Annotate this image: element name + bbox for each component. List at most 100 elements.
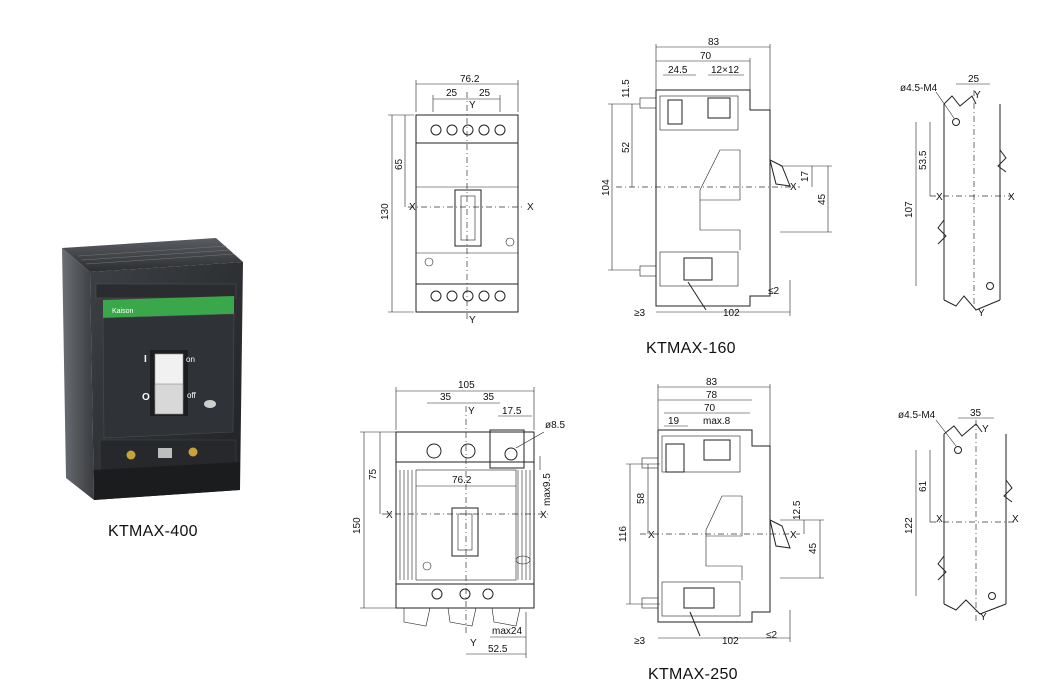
dim-160-d3: ≥3	[634, 308, 645, 319]
dim-250-d70: 70	[704, 403, 716, 414]
dim-250-mount-d122: 122	[904, 517, 915, 534]
dim-160-d115: 11.5	[621, 79, 632, 98]
caption-ktmax-400: KTMAX-400	[108, 523, 198, 540]
caption-ktmax-250: KTMAX-250	[648, 666, 738, 683]
breaker-left-side	[62, 248, 94, 500]
side250-handle	[769, 519, 791, 549]
dim-250-d24: max24	[492, 626, 522, 637]
dim-160-mount-d25: 25	[968, 74, 980, 85]
front250-handle	[451, 507, 479, 557]
dim-250-d102: 102	[722, 636, 739, 647]
axis-x-250-side-left: X	[648, 530, 655, 541]
off-label: off	[187, 391, 197, 400]
mount160-hole-label: ø4.5-M4	[900, 83, 938, 94]
mount250-hole-top	[954, 446, 962, 454]
mount160-break-bottom	[943, 295, 1001, 311]
axis-y-160-bottom: Y	[469, 315, 476, 326]
axis-x-250-left: X	[386, 510, 393, 521]
toggle-handle-base	[154, 383, 184, 415]
axis-x-mount250-left: X	[936, 514, 943, 525]
front250-side-ribs	[399, 470, 531, 580]
dim-250-d125: 12.5	[792, 500, 803, 520]
axis-x-160-side: X	[790, 182, 797, 193]
mount160-hole-bottom	[986, 282, 994, 290]
dim-160-d70: 70	[700, 51, 712, 62]
axis-y-160-top: Y	[469, 100, 476, 111]
dim-160-pitch-1: 25	[446, 88, 458, 99]
side250-outline	[657, 429, 771, 623]
dim-250-pitch-2: 35	[483, 392, 495, 403]
breaker-top-terminal-strip	[95, 283, 237, 299]
on-label: on	[186, 355, 195, 364]
front250-bottom-screws	[431, 588, 494, 600]
dim-250-d3: ≥3	[634, 636, 645, 647]
dim-160-width: 76.2	[460, 74, 480, 85]
dim-250-width: 105	[458, 380, 475, 391]
dim-160-d12: 12×12	[711, 65, 740, 76]
dim-160-d104: 104	[601, 179, 612, 196]
front160-handle	[454, 189, 482, 247]
axis-y-250-top: Y	[468, 406, 475, 417]
dim-250-d525: 52.5	[488, 644, 508, 655]
dim-250-d19: 19	[668, 416, 680, 427]
dim-250-mount-d61: 61	[918, 480, 929, 492]
dim-250-d2: ≤2	[766, 630, 777, 641]
mount160-hole-top	[952, 118, 960, 126]
dim-250-d762: 76.2	[452, 475, 472, 486]
dim-250-d75: 75	[368, 468, 379, 480]
on-mark: I	[144, 354, 147, 365]
dim-250-d58: 58	[636, 492, 647, 504]
axis-x-160-right: X	[527, 202, 534, 213]
dim-160-height: 130	[380, 203, 391, 220]
axis-x-250-right: X	[540, 510, 547, 521]
test-button	[204, 400, 216, 408]
breaker-top-ribs	[77, 245, 235, 265]
mount250-break-top	[943, 423, 983, 437]
axis-x-mount160-right: X	[1008, 192, 1015, 203]
front160-top-screws	[430, 124, 506, 136]
dim-250-pitch-1: 35	[440, 392, 452, 403]
dim-250-d116: 116	[618, 526, 629, 542]
dim-250-d175: 17.5	[502, 406, 522, 417]
dim-160-half-height: 65	[394, 158, 405, 170]
side160-handle	[769, 159, 791, 187]
axis-y-mount160-bottom: Y	[978, 308, 985, 319]
mount250-break-bottom	[943, 599, 1007, 615]
dim-250-height: 150	[352, 517, 363, 534]
dim-250-mount-d35: 35	[970, 408, 982, 419]
adjust-knob-right	[188, 447, 198, 457]
axis-x-160-left: X	[409, 202, 416, 213]
dim-250-d83: 83	[706, 377, 718, 388]
axis-y-mount250-bottom: Y	[980, 612, 987, 623]
bottom-nameplate	[158, 448, 172, 458]
brand-label-strip	[103, 296, 234, 318]
dim-160-mount-d107: 107	[904, 201, 915, 218]
front250-top-screws	[426, 443, 518, 461]
dim-250-hole: ø8.5	[545, 420, 565, 431]
dim-160-d245: 24.5	[668, 65, 688, 76]
dim-160-d2: ≤2	[768, 286, 779, 297]
breaker-base	[94, 462, 240, 500]
adjust-knob-left	[126, 450, 136, 460]
side160-outline	[655, 89, 771, 307]
axis-y-mount160-top: Y	[974, 90, 981, 101]
axis-x-mount160-left: X	[936, 192, 943, 203]
dim-250-dmax8: max.8	[703, 416, 731, 427]
caption-ktmax-160: KTMAX-160	[646, 340, 736, 357]
axis-x-mount250-right: X	[1012, 514, 1019, 525]
dim-160-d45: 45	[817, 193, 828, 205]
front160-bottom-screws	[430, 290, 506, 302]
axis-x-250-side-right: X	[790, 530, 797, 541]
dim-250-d78: 78	[706, 390, 718, 401]
mount250-hole-bottom	[988, 592, 996, 600]
brand-label-text: Kaison	[112, 308, 134, 315]
axis-y-mount250-top: Y	[982, 424, 989, 435]
